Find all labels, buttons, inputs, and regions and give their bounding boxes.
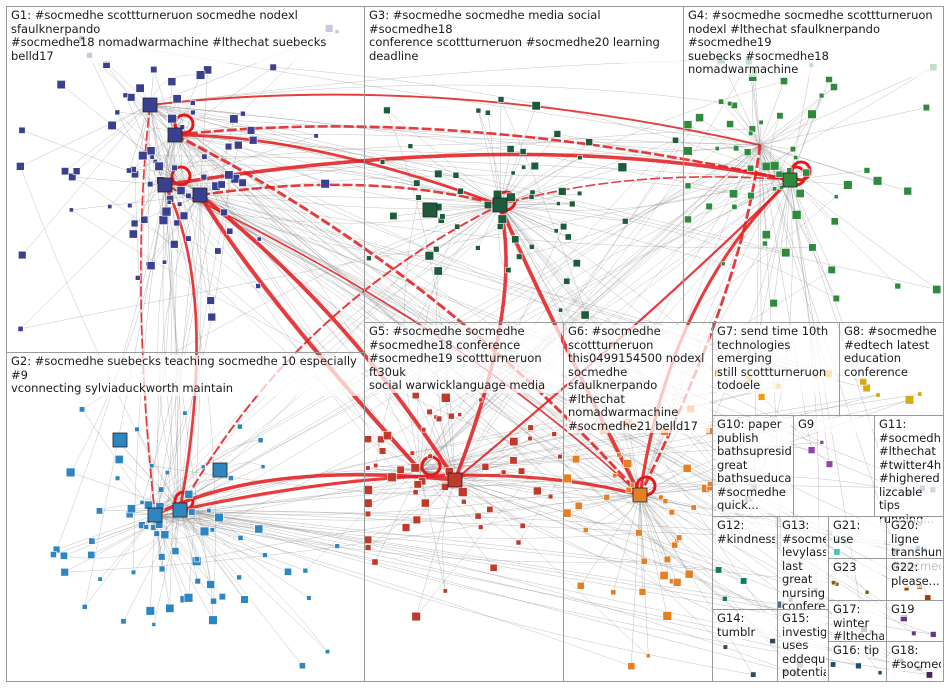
- group-label-g5: G5: #socmedhe socmedhe #socmedhe18 confe…: [368, 325, 561, 393]
- group-panel-g15[interactable]: G15: investig... uses eddequi... potenti…: [777, 609, 829, 682]
- group-label-g23: G23: [832, 561, 884, 575]
- group-panel-g7[interactable]: G7: send time 10th technologies emerging…: [712, 322, 840, 416]
- group-label-g21: G21: use: [832, 519, 884, 546]
- group-label-g22: G22: please...: [890, 561, 941, 588]
- group-label-g10: G10: paper publish bathsupresid... great…: [716, 418, 791, 513]
- group-panel-g18[interactable]: G18: #socmed...: [886, 641, 944, 682]
- group-label-g18: G18: #socmed...: [890, 644, 941, 671]
- group-panel-g14[interactable]: G14: tumblr: [712, 609, 778, 682]
- group-panel-g5[interactable]: G5: #socmedhe socmedhe #socmedhe18 confe…: [364, 322, 564, 682]
- group-panel-g23[interactable]: G23: [828, 558, 887, 601]
- group-label-g19: G19: [890, 603, 941, 617]
- group-panel-g6[interactable]: G6: #socmedhe scottturneruon this0499154…: [563, 322, 713, 682]
- group-label-g14: G14: tumblr: [716, 612, 775, 639]
- group-panel-g1[interactable]: G1: #socmedhe scottturneruon socmedhe no…: [6, 6, 365, 353]
- group-panel-g17[interactable]: G17: winter #lthechat...: [828, 600, 887, 642]
- group-panel-g20[interactable]: G20: ligne transhum... #socmed...: [886, 516, 944, 559]
- group-label-g7: G7: send time 10th technologies emerging…: [716, 325, 837, 393]
- group-label-g17: G17: winter #lthechat...: [832, 603, 884, 644]
- group-panel-g16[interactable]: G16: tip: [828, 641, 887, 682]
- group-label-g16: G16: tip: [832, 644, 884, 658]
- group-panel-g4[interactable]: G4: #socmedhe socmedhe scottturneruon no…: [683, 6, 944, 323]
- group-panel-g19[interactable]: G19: [886, 600, 944, 642]
- group-panel-g2[interactable]: G2: #socmedhe suebecks teaching socmedhe…: [6, 352, 365, 682]
- group-label-g9: G9: [797, 418, 872, 432]
- group-label-g15: G15: investig... uses eddequi... potenti…: [781, 612, 826, 680]
- group-panel-g8[interactable]: G8: #socmedhe #edtech latest education c…: [839, 322, 944, 416]
- group-panel-g11[interactable]: G11: #socmedhe #lthechat #twitter4he #hi…: [874, 415, 944, 517]
- group-panel-g9[interactable]: G9: [793, 415, 875, 517]
- group-panel-g12[interactable]: G12: #kindness...: [712, 516, 778, 610]
- group-label-g12: G12: #kindness...: [716, 519, 775, 546]
- group-panel-g3[interactable]: G3: #socmedhe socmedhe media social #soc…: [364, 6, 684, 323]
- group-label-g11: G11: #socmedhe #lthechat #twitter4he #hi…: [878, 418, 941, 526]
- group-label-g6: G6: #socmedhe scottturneruon this0499154…: [567, 325, 710, 433]
- group-label-g8: G8: #socmedhe #edtech latest education c…: [843, 325, 941, 379]
- group-panel-g22[interactable]: G22: please...: [886, 558, 944, 601]
- group-panel-g10[interactable]: G10: paper publish bathsupresid... great…: [712, 415, 794, 517]
- group-label-g1: G1: #socmedhe scottturneruon socmedhe no…: [10, 9, 362, 63]
- group-label-g3: G3: #socmedhe socmedhe media social #soc…: [368, 9, 681, 63]
- group-label-g13: G13: #socme... levylass last great nursi…: [781, 519, 826, 614]
- group-label-g4: G4: #socmedhe socmedhe scottturneruon no…: [687, 9, 941, 77]
- group-label-g2: G2: #socmedhe suebecks teaching socmedhe…: [10, 355, 362, 396]
- group-panel-g13[interactable]: G13: #socme... levylass last great nursi…: [777, 516, 829, 610]
- group-panel-g21[interactable]: G21: use: [828, 516, 887, 559]
